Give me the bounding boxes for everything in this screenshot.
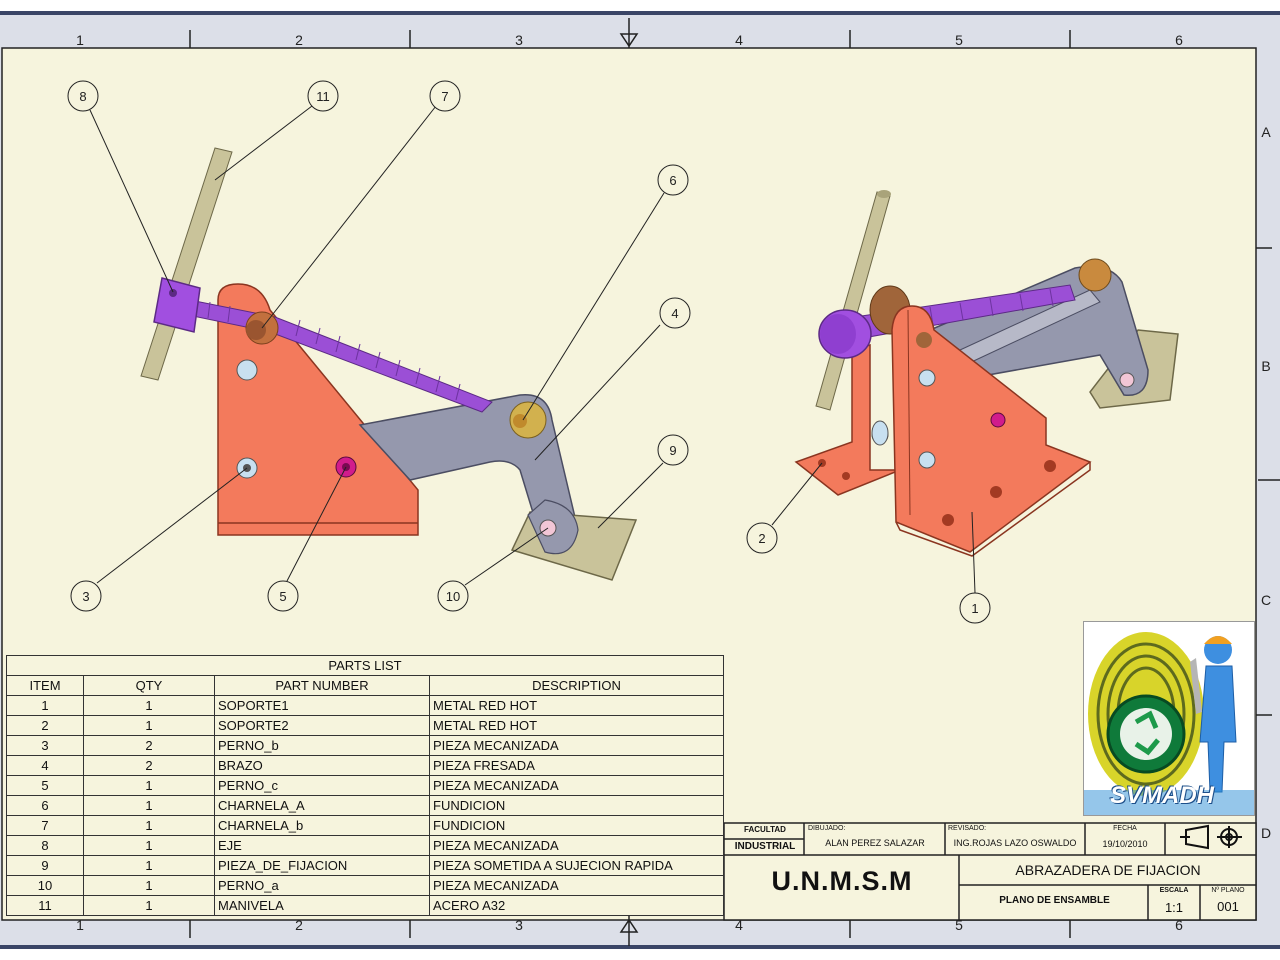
balloon-leaders <box>89 105 976 594</box>
escala-value: 1:1 <box>1164 900 1184 915</box>
svg-text:2: 2 <box>758 531 765 546</box>
logo-text: SVMADH <box>1110 782 1215 809</box>
svg-text:1: 1 <box>971 601 978 616</box>
title-block-frame <box>723 822 1257 921</box>
svg-text:8: 8 <box>79 89 86 104</box>
zone-col-6-bottom: 6 <box>1175 917 1183 933</box>
clamp-isometric-view <box>794 190 1179 557</box>
parts-list-title: PARTS LIST <box>6 655 724 676</box>
logo-graphic <box>1084 632 1254 815</box>
parts-list-header: ITEM QTY PART NUMBER DESCRIPTION <box>6 675 724 696</box>
university-name: U.N.M.S.M <box>771 866 913 896</box>
clamp-side-view <box>140 147 638 581</box>
revisado-value: ING.ROJAS LAZO OSWALDO <box>953 838 1077 848</box>
zone-row-d: D <box>1261 825 1271 841</box>
svg-text:3: 3 <box>82 589 89 604</box>
zone-col-3-bottom: 3 <box>515 917 523 933</box>
zone-col-4-bottom: 4 <box>735 917 743 933</box>
balloon-10: 10 <box>437 580 469 612</box>
zone-row-b: B <box>1261 358 1270 374</box>
zone-row-c: C <box>1261 592 1271 608</box>
zone-col-2: 2 <box>295 32 303 48</box>
header-part-number: PART NUMBER <box>214 675 430 696</box>
plano-number-label: Nº PLANO <box>1211 887 1245 894</box>
balloon-2: 2 <box>746 522 778 554</box>
revisado-label: REVISADO: <box>948 825 987 832</box>
header-item: ITEM <box>6 675 84 696</box>
drawing-title: ABRAZADERA DE FIJACION <box>1015 862 1201 878</box>
svg-text:5: 5 <box>279 589 286 604</box>
zone-row-a: A <box>1261 124 1271 140</box>
dibujado-value: ALAN PEREZ SALAZAR <box>825 838 925 848</box>
plano-number-value: 001 <box>1217 899 1239 914</box>
svmadh-logo: SVMADH <box>1083 621 1255 816</box>
zone-col-6: 6 <box>1175 32 1183 48</box>
zone-col-4: 4 <box>735 32 743 48</box>
zone-col-3: 3 <box>515 32 523 48</box>
svg-text:7: 7 <box>441 89 448 104</box>
balloon-1: 1 <box>959 592 991 624</box>
balloon-6: 6 <box>657 164 689 196</box>
fecha-value: 19/10/2010 <box>1102 839 1148 849</box>
zone-col-1-bottom: 1 <box>76 917 84 933</box>
facultad-value: INDUSTRIAL <box>734 841 796 852</box>
svg-text:4: 4 <box>671 306 678 321</box>
balloons: 8 11 7 6 4 9 3 5 10 2 1 <box>67 80 991 624</box>
svg-text:10: 10 <box>446 589 460 604</box>
svg-text:11: 11 <box>316 89 330 104</box>
facultad-label: FACULTAD <box>744 825 786 834</box>
balloon-3: 3 <box>70 580 102 612</box>
balloon-11: 11 <box>307 80 339 112</box>
header-description: DESCRIPTION <box>429 675 724 696</box>
zone-col-2-bottom: 2 <box>295 917 303 933</box>
dibujado-label: DIBUJADO: <box>808 825 846 832</box>
fecha-label: FECHA <box>1113 825 1137 832</box>
balloon-8: 8 <box>67 80 99 112</box>
svg-text:6: 6 <box>669 173 676 188</box>
escala-label: ESCALA <box>1159 887 1189 894</box>
zone-col-5-bottom: 5 <box>955 917 963 933</box>
svg-text:9: 9 <box>669 443 676 458</box>
zone-col-1: 1 <box>76 32 84 48</box>
balloon-9: 9 <box>657 434 689 466</box>
parts-list-table: PARTS LIST ITEM QTY PART NUMBER DESCRIPT… <box>6 655 724 916</box>
balloon-4: 4 <box>659 297 691 329</box>
header-qty: QTY <box>83 675 215 696</box>
projection-symbol-icon <box>1180 824 1242 850</box>
worker-figure-icon <box>1190 636 1237 793</box>
zone-col-5: 5 <box>955 32 963 48</box>
balloon-7: 7 <box>429 80 461 112</box>
balloon-5: 5 <box>267 580 299 612</box>
zone-markers: 1 2 3 4 5 6 1 2 3 4 5 6 A B C D <box>76 32 1271 933</box>
plano-type: PLANO DE ENSAMBLE <box>999 895 1110 906</box>
